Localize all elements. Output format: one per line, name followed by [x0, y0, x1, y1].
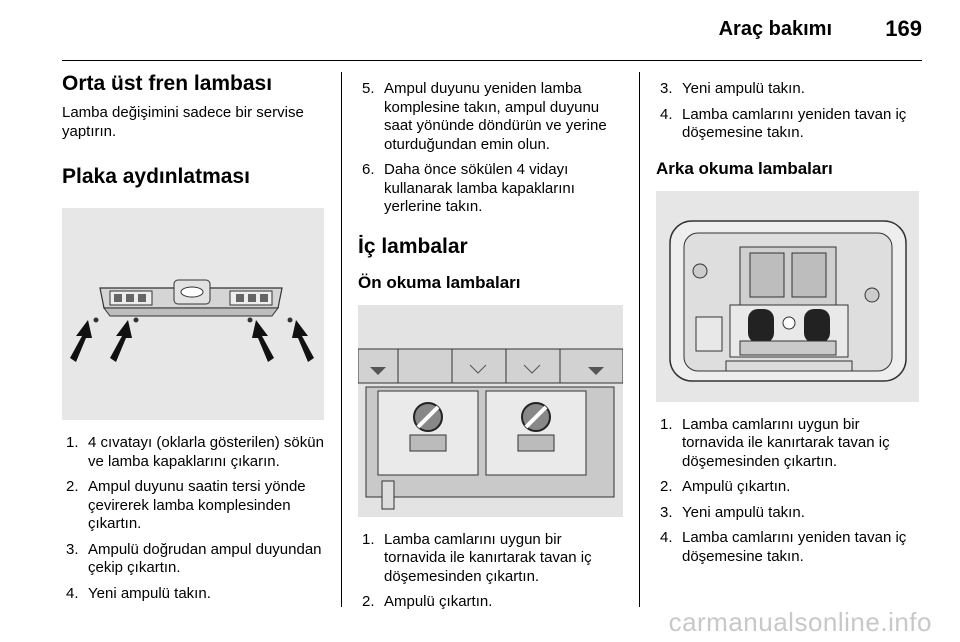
section-title: Araç bakımı — [718, 18, 832, 40]
column-3: 3.Yeni ampulü takın. 4.Lamba camlarını y… — [656, 80, 924, 573]
list-item: 6.Daha önce sökülen 4 vidayı kullanarak … — [362, 161, 575, 215]
steps-front-reading: 1.Lamba camlarını uygun bir tornavida il… — [358, 531, 623, 612]
steps-plate-light: 1.4 cıvatayı (oklarla gösterilen) sökün … — [62, 434, 324, 603]
rear-reading-lights-illustration — [669, 219, 907, 382]
list-item: 2.Ampulü çıkartın. — [362, 593, 493, 610]
page-number: 169 — [885, 16, 922, 41]
list-item: 3.Ampulü doğrudan ampul duyundan çekip ç… — [66, 540, 322, 577]
watermark: carmanualsonline.info — [668, 607, 932, 637]
heading-interior-lights: İç lambalar — [358, 234, 468, 258]
steps-front-reading-cont: 3.Yeni ampulü takın. 4.Lamba camlarını y… — [656, 80, 924, 143]
figure-front-reading-lights — [357, 304, 624, 517]
list-item: 4.Yeni ampulü takın. — [66, 584, 211, 602]
list-item: 3.Yeni ampulü takın. — [660, 80, 805, 97]
column-1: Orta üst fren lambası Lamba değişimini s… — [62, 72, 324, 610]
list-item: 1.Lamba camlarını uygun bir tornavida il… — [362, 530, 592, 585]
figure-rear-reading-lights — [656, 190, 919, 402]
heading-front-reading-lights: Ön okuma lambaları — [358, 272, 521, 292]
page-header: Araç bakımı 169 — [62, 0, 922, 61]
list-item: 1.Lamba camlarını uygun bir tornavida il… — [660, 415, 890, 470]
list-item: 4.Lamba camlarını yeniden tavan iç döşem… — [660, 529, 907, 565]
paragraph-brake-light: Lamba değişimini sadece bir servise yapt… — [62, 104, 304, 140]
heading-brake-light: Orta üst fren lambası — [62, 72, 273, 95]
steps-plate-light-cont: 5.Ampul duyunu yeniden lamba komplesine … — [358, 80, 623, 217]
column-divider — [639, 72, 640, 607]
list-item: 5.Ampul duyunu yeniden lamba komplesine … — [362, 80, 607, 153]
front-reading-lights-illustration — [357, 348, 624, 509]
heading-plate-light: Plaka aydınlatması — [62, 165, 250, 188]
list-item: 3.Yeni ampulü takın. — [660, 503, 805, 521]
list-item: 2.Ampulü çıkartın. — [660, 478, 791, 495]
heading-rear-reading-lights: Arka okuma lambaları — [656, 158, 833, 178]
list-item: 4.Lamba camlarını yeniden tavan iç döşem… — [660, 105, 907, 142]
license-plate-light-illustration — [70, 279, 314, 362]
column-divider — [341, 72, 342, 607]
column-2: 5.Ampul duyunu yeniden lamba komplesine … — [357, 80, 624, 619]
list-item: 1.4 cıvatayı (oklarla gösterilen) sökün … — [66, 434, 324, 470]
list-item: 2.Ampul duyunu saatin tersi yönde çevire… — [66, 478, 306, 532]
figure-license-plate-light — [62, 208, 324, 420]
steps-rear-reading: 1.Lamba camlarını uygun bir tornavida il… — [656, 416, 924, 567]
